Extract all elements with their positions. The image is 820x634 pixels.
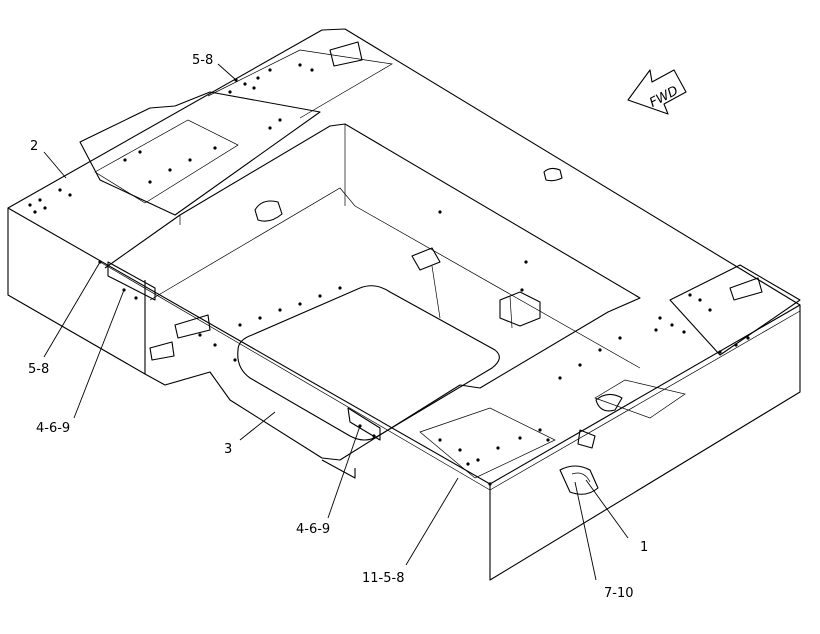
bolt-hole [148, 180, 152, 184]
bolt-hole [252, 86, 256, 90]
frame-outline [7, 28, 801, 581]
bolt-hole [538, 428, 542, 432]
bolt-hole [598, 348, 602, 352]
bolt-hole [438, 438, 442, 442]
bolt-hole [546, 438, 550, 442]
bolt-hole [278, 308, 282, 312]
bolt-hole [688, 293, 692, 297]
bolt-hole [488, 482, 492, 486]
bolt-hole [123, 158, 127, 162]
mounting-brackets [107, 41, 763, 495]
bolt-hole [238, 323, 242, 327]
bolt-hole [134, 296, 138, 300]
bolt-hole [670, 323, 674, 327]
bolt-hole [558, 376, 562, 380]
callout-label: 1 [640, 540, 648, 555]
bolt-hole [466, 462, 470, 466]
callout-label: 11-5-8 [362, 571, 404, 586]
bolt-hole [278, 118, 282, 122]
bolt-hole [618, 336, 622, 340]
bolt-hole [213, 146, 217, 150]
callout-label: 4-6-9 [296, 522, 330, 537]
callout-labels: 5-8 2 5-8 4-6-9 3 4-6-9 11-5-8 7-10 1 [28, 53, 648, 601]
inner-recess [104, 123, 641, 461]
bolt-hole [268, 126, 272, 130]
bolt-hole [43, 206, 47, 210]
bolt-hole [654, 328, 658, 332]
bolt-hole [372, 434, 376, 438]
bolt-hole [708, 308, 712, 312]
callout-label: 4-6-9 [36, 421, 70, 436]
bolt-hole [138, 150, 142, 154]
bolt-hole [243, 82, 247, 86]
bolt-hole [458, 448, 462, 452]
bolt-hole [658, 316, 662, 320]
bolt-hole [298, 302, 302, 306]
bolt-hole [256, 76, 260, 80]
bolt-hole [168, 168, 172, 172]
bolt-hole [58, 188, 62, 192]
leader-lines [43, 63, 629, 581]
fwd-label: FWD [647, 83, 681, 110]
bolt-hole [338, 286, 342, 290]
callout-label: 2 [30, 139, 38, 154]
bolt-hole [438, 210, 442, 214]
bolt-hole [524, 260, 528, 264]
bolt-hole [233, 358, 237, 362]
bolt-hole [198, 333, 202, 337]
callout-label: 7-10 [604, 586, 634, 601]
bolt-hole [520, 288, 524, 292]
bolt-hole [298, 63, 302, 67]
bolt-hole [578, 363, 582, 367]
bolt-hole [496, 446, 500, 450]
bolt-hole [476, 458, 480, 462]
bolt-hole [268, 68, 272, 72]
bolt-hole [746, 336, 750, 340]
bolt-hole [698, 298, 702, 302]
left-deck-plate [79, 49, 394, 216]
callout-label: 5-8 [192, 53, 213, 68]
bolt-hole [68, 193, 72, 197]
bolt-hole [518, 436, 522, 440]
bolt-holes [28, 63, 750, 486]
bolt-hole [718, 350, 722, 354]
bolt-hole [734, 343, 738, 347]
bolt-hole [318, 294, 322, 298]
bolt-hole [310, 68, 314, 72]
bolt-hole [188, 158, 192, 162]
bolt-hole [38, 198, 42, 202]
bolt-hole [33, 210, 37, 214]
bolt-hole [213, 343, 217, 347]
callout-label: 5-8 [28, 362, 49, 377]
callout-label: 3 [224, 442, 232, 457]
bolt-hole [228, 90, 232, 94]
fwd-arrow: FWD [627, 69, 687, 115]
right-deck-plate [419, 264, 801, 479]
bolt-hole [258, 316, 262, 320]
bolt-hole [682, 330, 686, 334]
bolt-hole [28, 203, 32, 207]
